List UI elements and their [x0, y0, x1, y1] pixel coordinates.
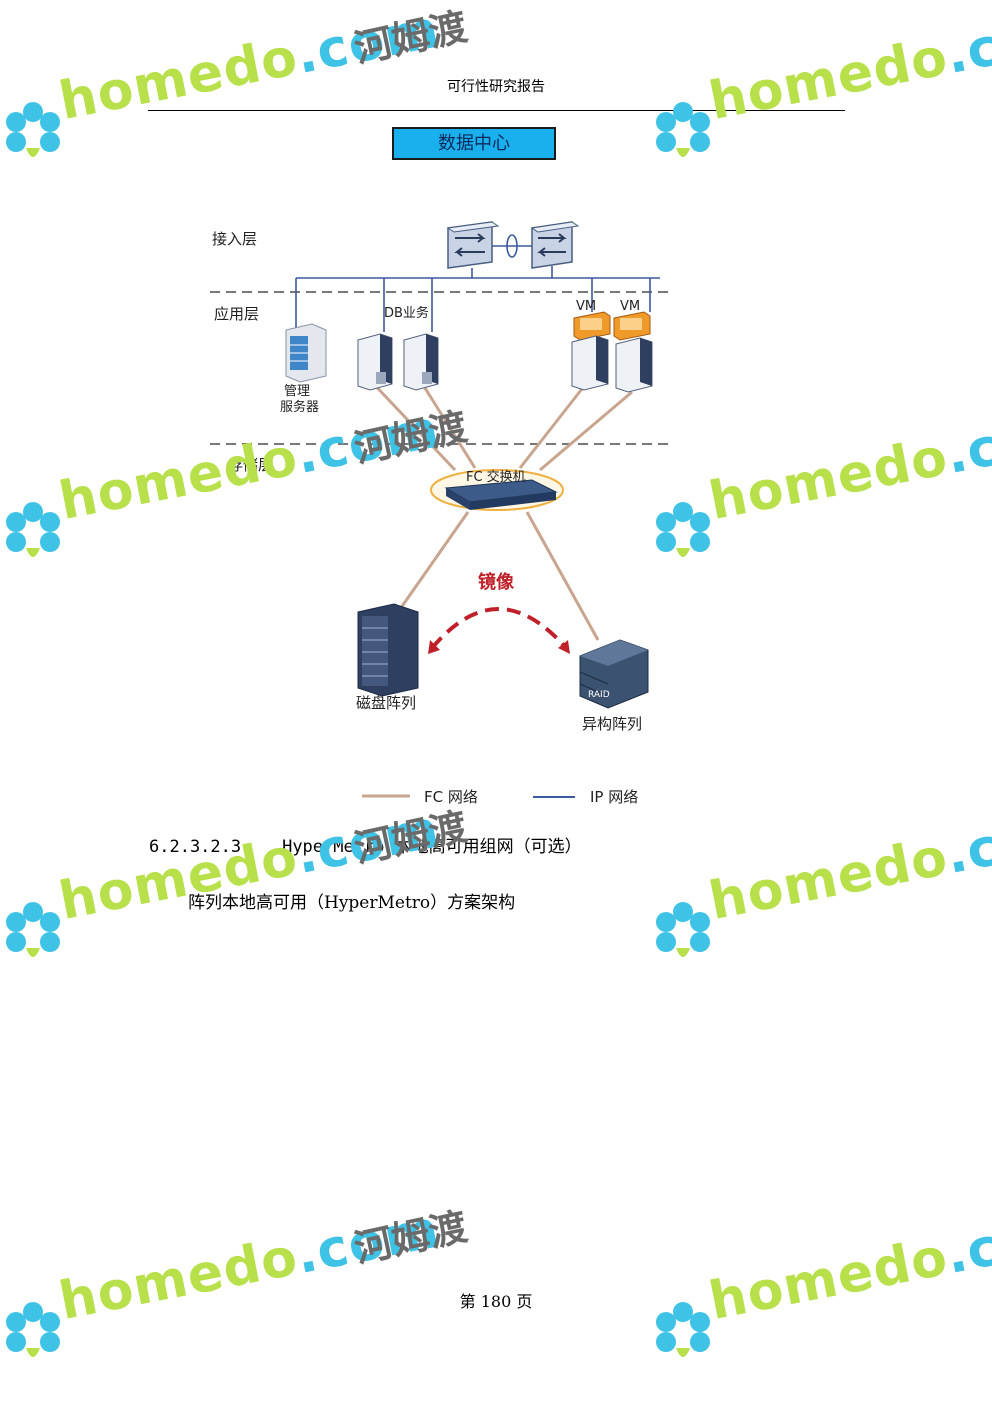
fc-switch-label: FC 交换机 [466, 470, 526, 485]
figure-caption: 阵列本地高可用（HyperMetro）方案架构 [188, 893, 516, 913]
raid-label: RAID [588, 690, 610, 700]
watermark-flower-icon [6, 102, 60, 157]
fc-switch-icon [430, 469, 564, 511]
watermark-flower-icon [6, 1302, 60, 1357]
watermark-brand-cn: 河姆渡 [350, 1204, 472, 1272]
db-server-2-icon [403, 333, 439, 391]
vm-host-1-icon [571, 311, 611, 391]
page-number: 第 180 页 [459, 1292, 533, 1311]
watermark-flower-icon [656, 1302, 710, 1357]
vm-host-2-icon [613, 311, 653, 393]
legend-ip-label: IP 网络 [590, 788, 639, 806]
watermark-flower-icon [656, 502, 710, 557]
vm-2-label: VM [620, 299, 641, 314]
watermark-flower-icon [6, 902, 60, 957]
section-title: HyperMetro 本地高可用组网（可选） [282, 837, 582, 857]
mgmt-server-label-1: 管理 [284, 384, 311, 399]
network-diagram: RAID [210, 221, 668, 798]
watermark-flower-icon [6, 502, 60, 557]
ip-network-lines [295, 234, 660, 332]
fc-network-lines [368, 378, 633, 641]
legend-fc-label: FC 网络 [424, 788, 478, 806]
header-rule [148, 110, 845, 111]
watermark-flower-icon [656, 902, 710, 957]
vm-1-label: VM [576, 299, 597, 314]
db-service-label: DB业务 [384, 306, 429, 321]
section-number: 6.2.3.2.3 [149, 837, 242, 857]
section-heading: 6.2.3.2.3 HyperMetro 本地高可用组网（可选） [149, 832, 582, 857]
header-title: 可行性研究报告 [447, 79, 545, 95]
watermark-flower-icon [656, 102, 710, 157]
core-switch-1-icon [446, 221, 500, 269]
db-server-1-icon [357, 333, 393, 391]
management-server-icon [285, 323, 327, 383]
core-switch-2-icon [530, 221, 580, 269]
mgmt-server-label-2: 服务器 [280, 400, 320, 415]
hetero-array-label: 异构阵列 [582, 715, 643, 733]
mirror-label: 镜像 [478, 572, 514, 593]
diagram-title-box: 数据中心 [392, 127, 556, 160]
watermark-brand: homedo.com [704, 1199, 992, 1332]
disk-array-icon [357, 603, 419, 697]
layer-label-access: 接入层 [212, 230, 258, 248]
layer-label-storage: 存储层 [228, 456, 274, 474]
mirror-arrow [430, 607, 568, 650]
raid-array-icon: RAID [579, 639, 649, 709]
disk-array-label: 磁盘阵列 [356, 694, 417, 712]
layer-label-application: 应用层 [214, 305, 260, 323]
